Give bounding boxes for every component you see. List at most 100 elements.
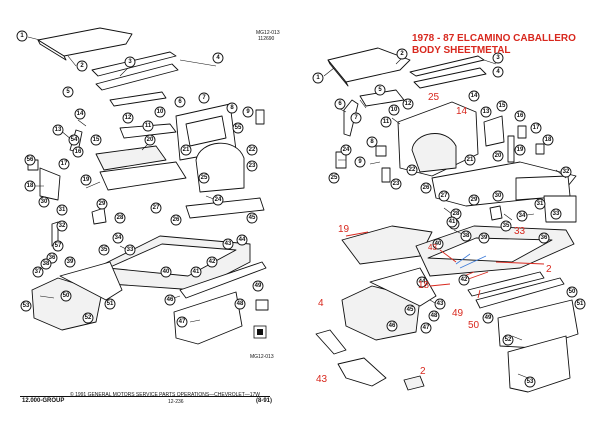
footer-date: (8-91): [256, 398, 273, 404]
svg-text:9: 9: [246, 109, 250, 115]
callout-bubble: 10: [154, 106, 166, 118]
svg-text:5: 5: [378, 87, 382, 93]
svg-text:32: 32: [59, 223, 66, 229]
callout-bubble: 3: [492, 52, 504, 64]
left-rocker: [179, 261, 267, 299]
callout-bubble: 5: [62, 86, 74, 98]
svg-text:46: 46: [167, 297, 174, 303]
callout-bubble: 53: [524, 376, 536, 388]
callout-bubble: 12: [122, 112, 134, 124]
svg-text:21: 21: [467, 157, 474, 163]
callout-bubble: 55: [232, 122, 244, 134]
svg-text:24: 24: [215, 197, 222, 203]
svg-text:3: 3: [128, 59, 132, 65]
callout-bubble: 6: [174, 96, 186, 108]
svg-text:43: 43: [225, 241, 232, 247]
callout-bubble: 40: [160, 266, 172, 278]
red-leader-lines: [345, 231, 545, 299]
svg-text:15: 15: [499, 103, 506, 109]
red-label-33: 33: [514, 226, 526, 237]
diagram-title: 1978 - 87 ELCAMINO CABALLERO BODY SHEETM…: [412, 33, 576, 57]
svg-text:8: 8: [230, 105, 234, 111]
svg-text:51: 51: [107, 301, 114, 307]
callout-bubble: 34: [516, 210, 528, 222]
left-code-top-sub: 112690: [258, 36, 275, 42]
callout-bubble: 25: [328, 172, 340, 184]
svg-text:39: 39: [481, 235, 488, 241]
svg-text:45: 45: [249, 215, 256, 221]
callout-bubble: 34: [112, 232, 124, 244]
svg-text:42: 42: [209, 259, 216, 265]
svg-text:2: 2: [400, 51, 404, 57]
svg-text:14: 14: [471, 93, 478, 99]
callout-bubble: 31: [534, 198, 546, 210]
svg-text:35: 35: [101, 247, 108, 253]
svg-text:46: 46: [389, 323, 396, 329]
svg-text:49: 49: [255, 283, 262, 289]
callout-bubble: 13: [52, 124, 64, 136]
callout-bubble: 21: [180, 144, 192, 156]
title-line-2: BODY SHEETMETAL: [412, 45, 511, 56]
svg-text:44: 44: [419, 279, 426, 285]
svg-text:20: 20: [147, 137, 154, 143]
callout-bubble: 35: [500, 220, 512, 232]
callout-bubble: 1: [312, 72, 324, 84]
callout-bubble: 3: [124, 56, 136, 68]
callout-bubble: 45: [246, 212, 258, 224]
bracket-part-2: [403, 375, 425, 391]
svg-text:12: 12: [125, 115, 132, 121]
svg-text:5: 5: [66, 89, 70, 95]
callout-bubble: 5: [374, 84, 386, 96]
callout-bubble: 6: [334, 98, 346, 110]
callout-bubble: 19: [80, 174, 92, 186]
callout-bubble: 49: [482, 312, 494, 324]
svg-text:57: 57: [55, 243, 62, 249]
left-exploded-view: 1 2 3 4 5 6 7 8 9 10 11 12 13 14 15 16 1…: [16, 27, 269, 345]
callout-bubble: 33: [124, 244, 136, 256]
svg-text:42: 42: [461, 277, 468, 283]
svg-text:9: 9: [358, 159, 362, 165]
svg-text:27: 27: [441, 193, 448, 199]
svg-text:48: 48: [431, 313, 438, 319]
svg-text:55: 55: [235, 125, 242, 131]
callout-bubble: 22: [406, 164, 418, 176]
callout-bubble: 27: [150, 202, 162, 214]
callout-bubble: 38: [460, 230, 472, 242]
callout-bubble: 4: [492, 66, 504, 78]
callout-bubble: 30: [38, 196, 50, 208]
callout-bubble: 46: [164, 294, 176, 306]
callout-bubble: 8: [366, 136, 378, 148]
red-label-25: 25: [428, 92, 440, 103]
callout-bubble: 51: [104, 298, 116, 310]
left-wheelhouse: [195, 142, 245, 193]
svg-text:39: 39: [67, 259, 74, 265]
svg-text:26: 26: [423, 185, 430, 191]
svg-text:17: 17: [61, 161, 68, 167]
svg-text:2: 2: [80, 63, 84, 69]
callout-bubble: 38: [40, 258, 52, 270]
svg-text:53: 53: [23, 303, 30, 309]
callout-bubble: 46: [386, 320, 398, 332]
callout-bubble: 14: [74, 108, 86, 120]
svg-text:25: 25: [331, 175, 338, 181]
callout-bubble: 50: [60, 290, 72, 302]
svg-text:48: 48: [237, 301, 244, 307]
callout-bubble: 54: [68, 134, 80, 146]
red-label-4: 4: [318, 298, 324, 309]
svg-text:16: 16: [75, 149, 82, 155]
callout-bubble: 11: [142, 120, 154, 132]
svg-text:10: 10: [391, 107, 398, 113]
svg-text:20: 20: [495, 153, 502, 159]
callout-bubble: 29: [468, 194, 480, 206]
svg-text:41: 41: [193, 269, 200, 275]
callout-bubble: 18: [24, 180, 36, 192]
callout-bubble: 7: [198, 92, 210, 104]
callout-bubble: 53: [20, 300, 32, 312]
svg-text:23: 23: [393, 181, 400, 187]
callout-bubble: 18: [542, 134, 554, 146]
callout-bubble: 52: [502, 334, 514, 346]
right-rocker-panel: [475, 277, 565, 309]
callout-bubble: 15: [90, 134, 102, 146]
callout-bubble: 42: [206, 256, 218, 268]
callout-bubble: 14: [468, 90, 480, 102]
